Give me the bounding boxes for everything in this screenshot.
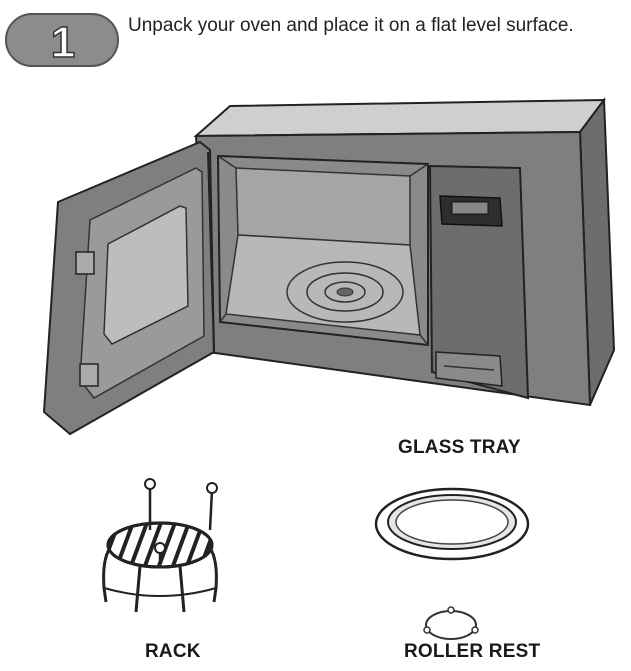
display-inner (451, 201, 489, 215)
roller-rest-label: ROLLER REST (404, 641, 541, 662)
rack-label: RACK (145, 641, 201, 662)
door-window (103, 205, 189, 345)
roller-rest-ring (425, 610, 477, 640)
cavity-back-wall (235, 167, 411, 246)
roller-wheel-right (471, 626, 479, 634)
roller-wheel-top (447, 606, 455, 614)
door-latch-top (75, 251, 95, 275)
rack-leg-right (208, 547, 218, 603)
door-latch-bottom (79, 363, 99, 387)
rack (102, 478, 218, 613)
step-number-badge: 1 (5, 13, 119, 68)
roller-wheel-left (423, 626, 431, 634)
turntable-inner (324, 281, 366, 303)
glass-tray-label: GLASS TRAY (398, 437, 521, 458)
rack-leg-front-right (178, 565, 186, 613)
instruction-text: Unpack your oven and place it on a flat … (128, 15, 574, 36)
rack-post-top-left (144, 478, 156, 490)
turntable-mid (306, 272, 384, 312)
rack-leg-front (134, 565, 142, 613)
door-release-button (435, 351, 503, 387)
glass-tray-inner (395, 499, 509, 545)
oven-top (193, 98, 607, 138)
rack-post-top-right (206, 482, 218, 494)
step-number: 1 (51, 18, 75, 67)
rack-post-center (154, 542, 166, 554)
rack-leg-left (102, 547, 112, 603)
turntable-hub (336, 287, 354, 297)
turntable-outer (286, 261, 404, 323)
